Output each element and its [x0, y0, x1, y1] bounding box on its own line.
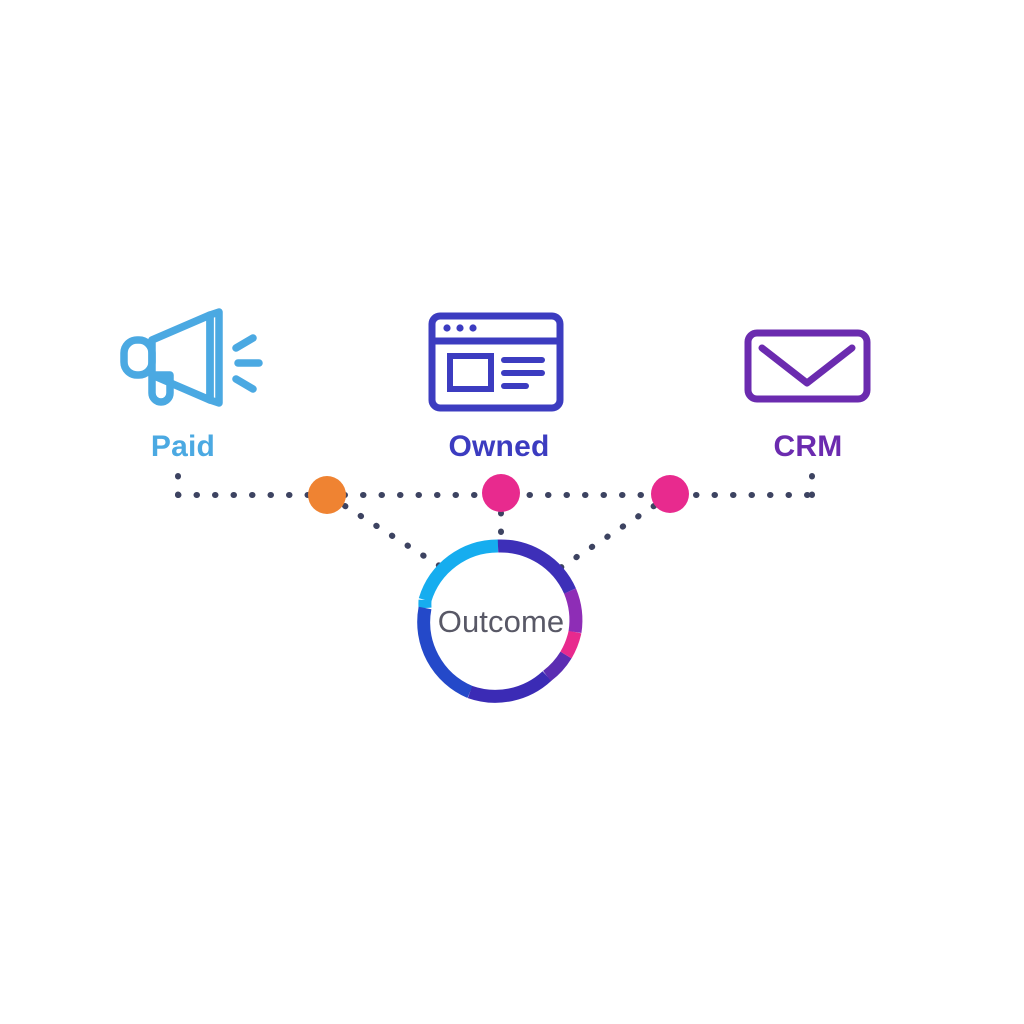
ring-segment-royal-blue	[417, 606, 473, 698]
connector-touchpoint3-to-outcome	[557, 503, 657, 571]
touchpoint-node-2[interactable]	[482, 474, 520, 512]
browser-window-icon	[428, 312, 564, 412]
outcome-ring	[417, 539, 583, 703]
connector-touchpoint1-to-outcome	[342, 503, 446, 571]
ring-segment-purple	[563, 588, 583, 633]
touchpoint-node-3[interactable]	[651, 475, 689, 513]
channel-label-owned: Owned	[448, 430, 549, 463]
channel-label-paid: Paid	[151, 430, 215, 463]
ring-segment-indigo	[497, 539, 576, 594]
ring-segment-deep-indigo	[467, 671, 552, 703]
ring-segment-cyan	[418, 539, 499, 603]
ring-segment-magenta	[560, 630, 582, 659]
envelope-icon	[744, 329, 871, 403]
channel-label-crm: CRM	[774, 430, 843, 463]
megaphone-icon	[120, 308, 263, 407]
ring-segment-violet	[542, 651, 572, 682]
outcome-label: Outcome	[438, 604, 564, 639]
touchpoint-node-1[interactable]	[308, 476, 346, 514]
